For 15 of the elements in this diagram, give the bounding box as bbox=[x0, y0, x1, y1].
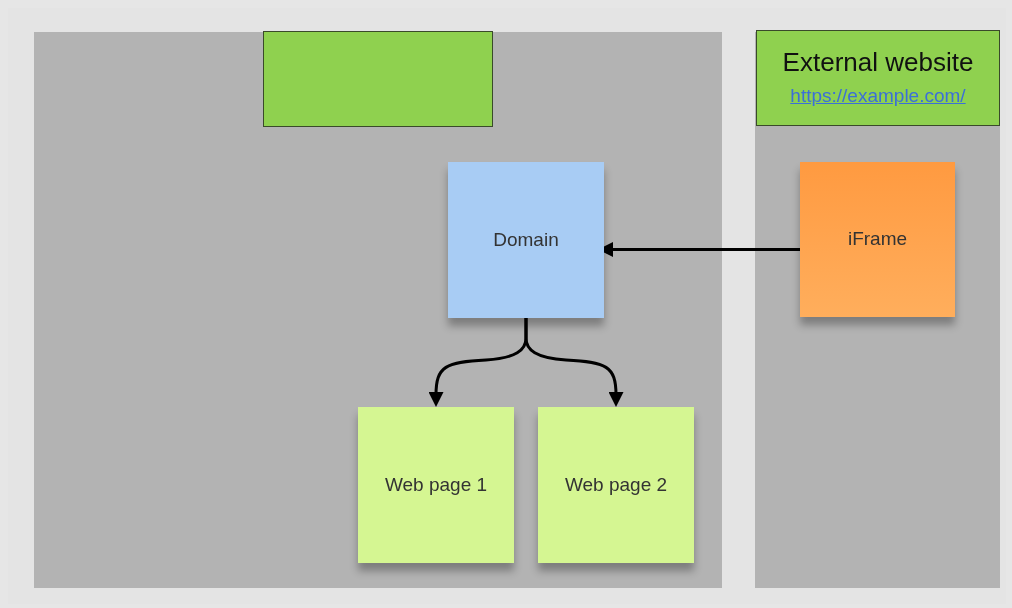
note-text: iFrame bbox=[847, 227, 908, 252]
sticky-note bbox=[448, 162, 604, 318]
sticky-note bbox=[358, 407, 514, 563]
arrow bbox=[524, 318, 624, 407]
sticky-note bbox=[800, 162, 955, 317]
note-text: Web page 2 bbox=[564, 472, 668, 497]
panel-background bbox=[755, 32, 1000, 588]
panel-background bbox=[34, 32, 722, 588]
header-box bbox=[756, 30, 1000, 126]
header-title: External website bbox=[782, 45, 974, 78]
note-text: Domain bbox=[493, 227, 559, 252]
sticky-note bbox=[538, 407, 694, 563]
header-box bbox=[263, 31, 493, 127]
note-text: Web page 1 bbox=[384, 472, 488, 497]
url-link: https://example.com/ bbox=[790, 84, 966, 108]
